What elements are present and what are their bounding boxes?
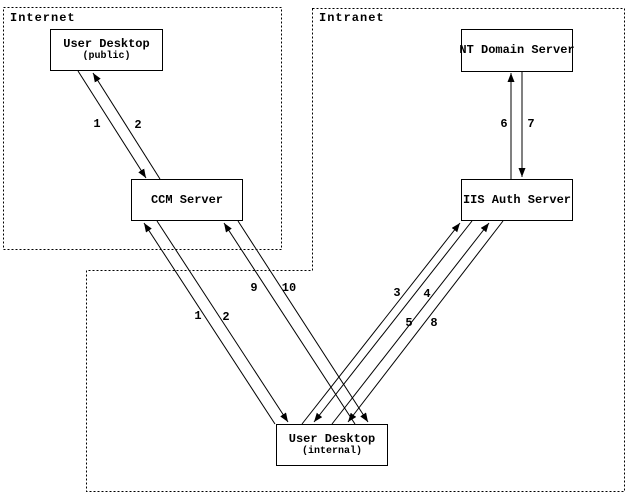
edge-label-2: 2 — [134, 118, 141, 132]
edge-label-3: 3 — [393, 286, 400, 300]
node-nt-domain-server: NT Domain Server — [459, 29, 575, 72]
edge-label-2: 2 — [222, 310, 229, 324]
node-label: IIS Auth Server — [462, 192, 572, 207]
edge-label-5: 5 — [405, 316, 412, 330]
edge-label-1: 1 — [194, 309, 201, 323]
node-label: CCM Server — [150, 192, 223, 207]
edge-arrow-8-iis-auth-server-to-user-desktop-internal — [347, 220, 504, 423]
node-user-desktop-public: User Desktop (public) — [50, 29, 163, 71]
edge-arrow-5-user-desktop-internal-to-iis-auth-server — [331, 222, 490, 425]
edge-arrow-4-iis-auth-server-to-user-desktop-internal — [313, 220, 473, 423]
edge-arrow-1-user-desktop-internal-to-ccm-server — [143, 222, 276, 425]
edge-label-6: 6 — [500, 117, 507, 131]
edge-label-8: 8 — [430, 316, 437, 330]
node-user-desktop-internal: User Desktop (internal) — [276, 424, 388, 466]
region-label-internet: Internet — [10, 11, 76, 25]
edge-label-1: 1 — [93, 117, 100, 131]
edge-arrow-9-user-desktop-internal-to-ccm-server — [223, 222, 356, 425]
node-iis-auth-server: IIS Auth Server — [461, 179, 573, 221]
edge-arrow-1-user-desktop-public-to-ccm-server — [77, 70, 147, 179]
region-border-intranet — [86, 8, 625, 492]
node-ccm-server: CCM Server — [131, 179, 243, 221]
region-label-intranet: Intranet — [319, 11, 385, 25]
edge-arrow-3-user-desktop-internal-to-iis-auth-server — [301, 222, 461, 425]
edge-arrow-2-ccm-server-to-user-desktop-public — [92, 72, 161, 180]
node-sublabel: (public) — [82, 51, 131, 62]
node-sublabel: (internal) — [301, 446, 362, 457]
edge-label-4: 4 — [423, 287, 430, 301]
node-label: User Desktop — [63, 37, 150, 51]
edge-label-10: 10 — [282, 281, 296, 295]
node-label: NT Domain Server — [459, 43, 575, 57]
node-label: User Desktop — [288, 432, 376, 446]
edge-arrow-10-ccm-server-to-user-desktop-internal — [237, 220, 369, 423]
edge-label-9: 9 — [250, 281, 257, 295]
region-border-internet — [3, 7, 282, 250]
edge-label-7: 7 — [527, 117, 534, 131]
edge-arrow-2-ccm-server-to-user-desktop-internal — [156, 220, 289, 423]
